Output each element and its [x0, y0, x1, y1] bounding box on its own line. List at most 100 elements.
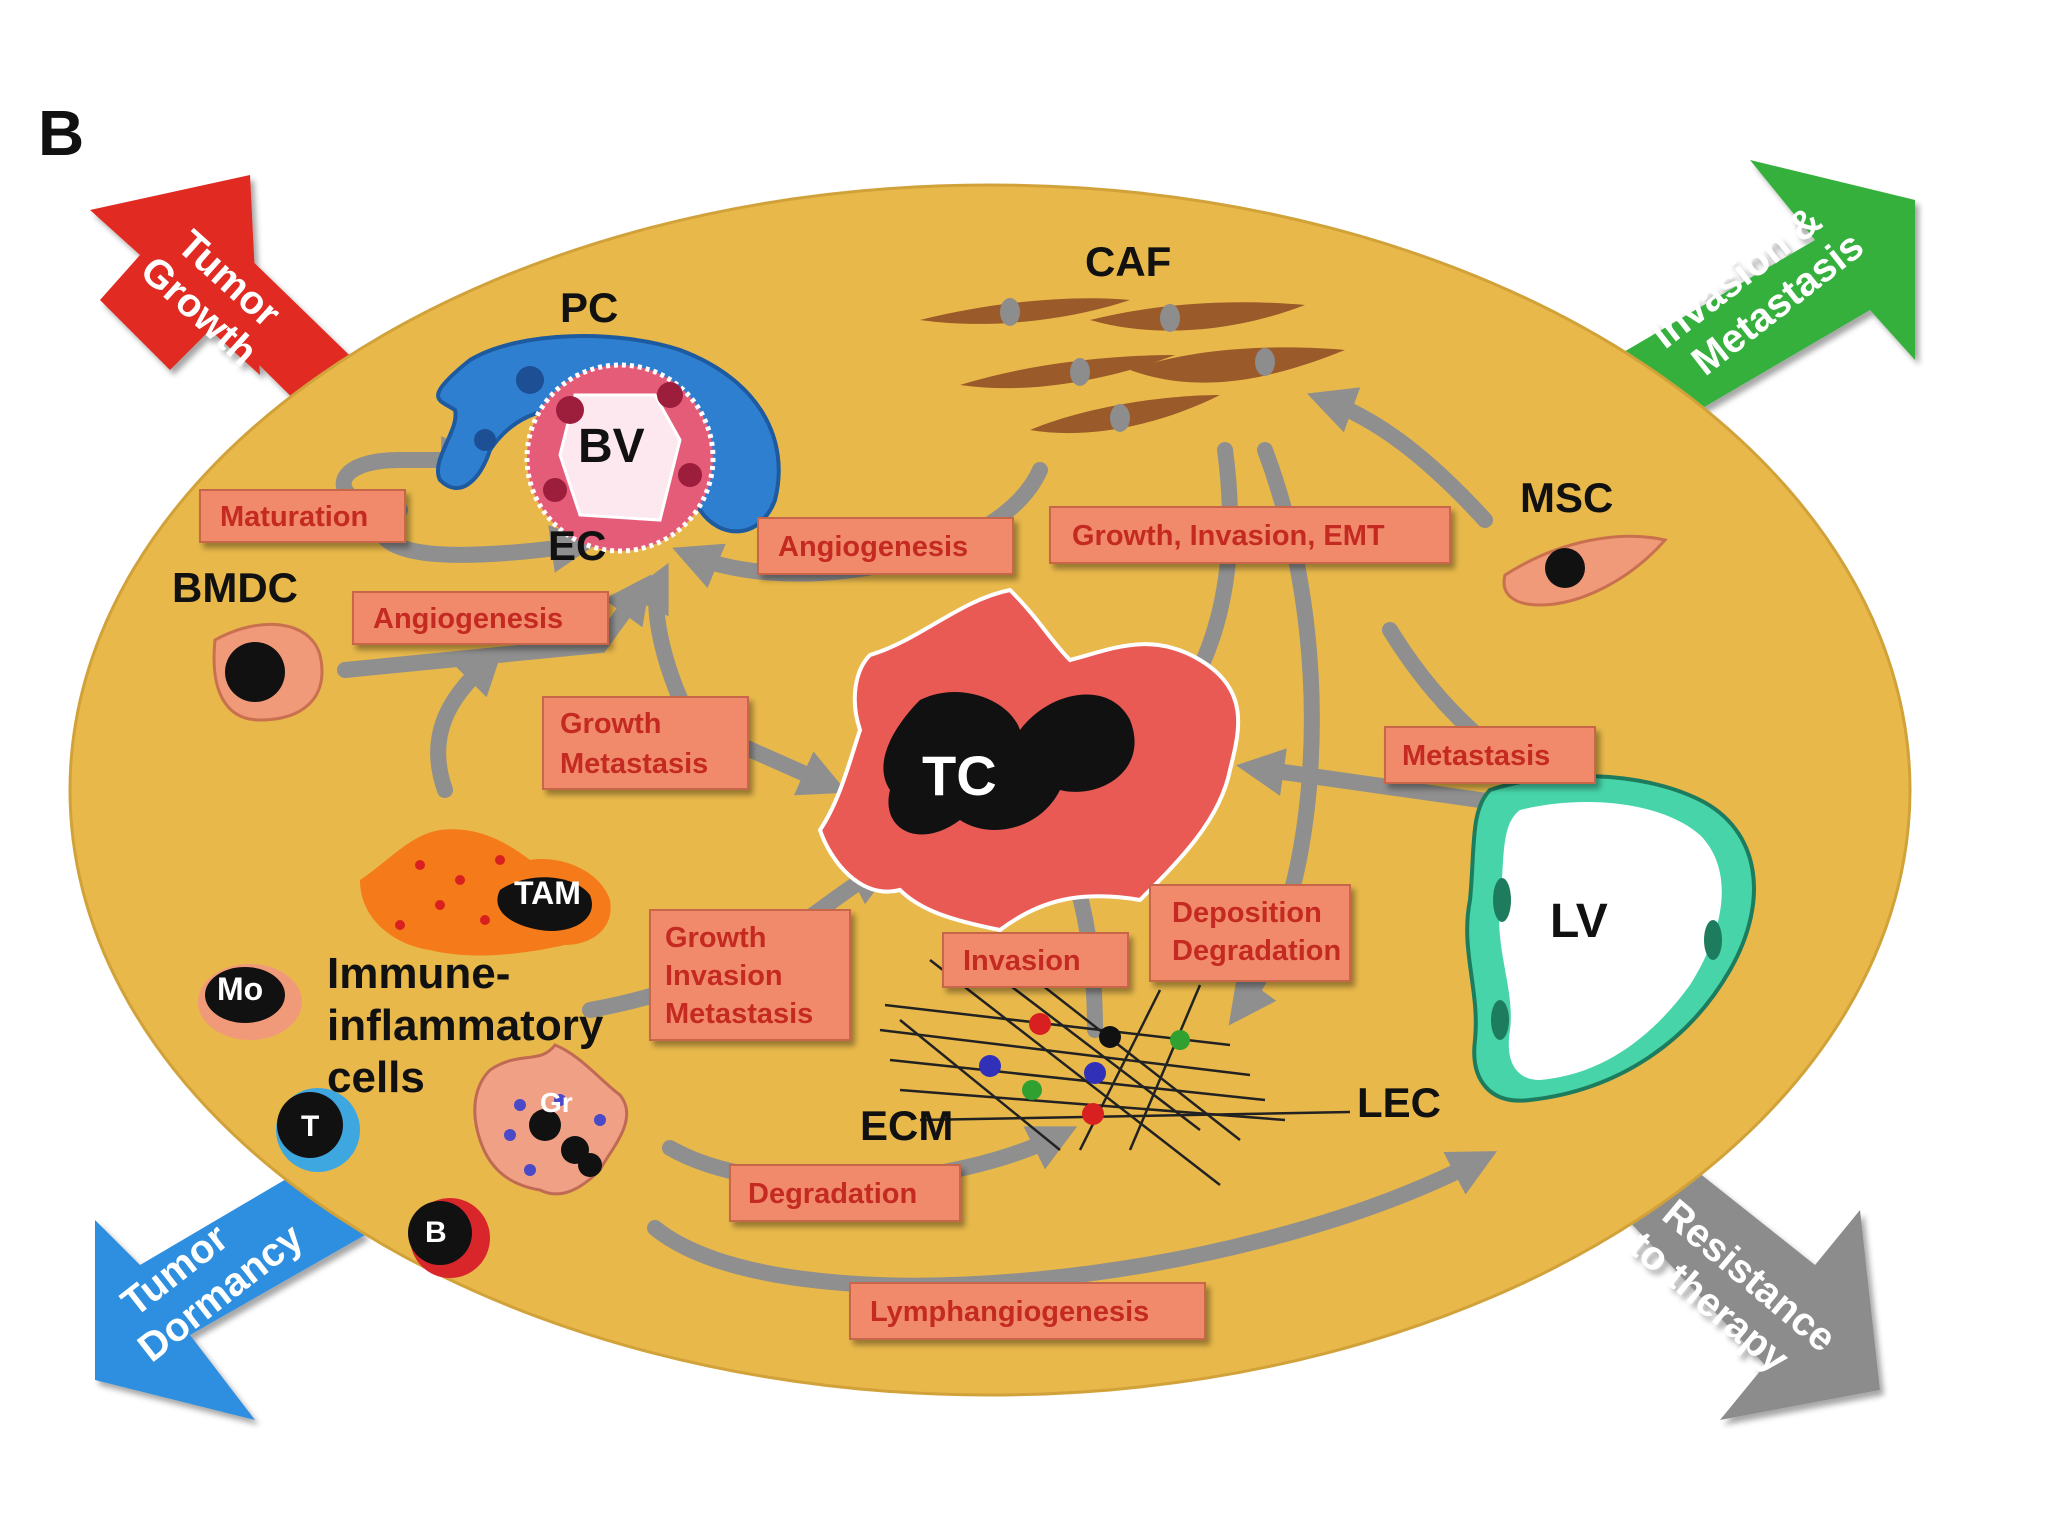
- tam-granule: [455, 875, 465, 885]
- box-maturation-bg: [199, 489, 406, 543]
- process-labels: Maturation Angiogenesis Angiogenesis Gro…: [199, 489, 1596, 1340]
- caf-nucleus: [1000, 298, 1020, 326]
- box-maturation-text: Maturation: [220, 501, 368, 533]
- lec-nucleus: [1493, 878, 1511, 922]
- label-bmdc: BMDC: [172, 564, 298, 611]
- label-ec: EC: [548, 522, 606, 569]
- mo-cell: [198, 964, 302, 1040]
- box-metastasis-text: Metastasis: [1402, 740, 1550, 772]
- ecm-fiber: [889, 1058, 1266, 1102]
- label-mo: Mo: [217, 971, 263, 1007]
- ecm-fiber: [929, 959, 1221, 1186]
- box-angiogenesis-caf-bg: [757, 517, 1014, 575]
- mo-nucleus: [205, 967, 285, 1023]
- arrow-lymphangiogenesis: [647, 1151, 1498, 1294]
- gr-granule: [514, 1099, 526, 1111]
- gr-cell: [473, 1043, 629, 1196]
- endothelial-nucleus: [678, 463, 702, 487]
- label-t: T: [301, 1110, 319, 1143]
- ecm-mesh: [879, 954, 1351, 1186]
- tam-granule: [480, 915, 490, 925]
- box-maturation: Maturation: [199, 489, 406, 543]
- label-tc: TC: [922, 744, 997, 807]
- ecm-molecule: [1170, 1030, 1190, 1050]
- gr-granule: [504, 1129, 516, 1141]
- caf-cell: [1090, 302, 1305, 331]
- box-growth-metastasis-text: Growth Metastasis: [560, 708, 708, 780]
- label-immune-cells: Immune- inflammatory cells: [327, 949, 616, 1102]
- endothelial-nucleus: [556, 396, 584, 424]
- bmdc-cell: [212, 622, 324, 722]
- box-angiogenesis-caf-text: Angiogenesis: [778, 531, 968, 563]
- ecm-molecule: [1082, 1103, 1104, 1125]
- tam-granule: [415, 860, 425, 870]
- tam-cell: [360, 829, 611, 956]
- caf-cell: [920, 298, 1130, 324]
- caf-cell: [960, 355, 1175, 389]
- arrow-invasion-metastasis-shape: [1610, 160, 1915, 430]
- label-b: B: [425, 1216, 447, 1249]
- label-caf: CAF: [1085, 238, 1171, 285]
- box-angiogenesis-bmdc-text: Angiogenesis: [373, 603, 563, 635]
- ecm-molecule: [1099, 1026, 1121, 1048]
- label-lv: LV: [1550, 895, 1608, 948]
- lymphatic-vessel-lumen: [1499, 802, 1722, 1080]
- t-nucleus: [277, 1092, 343, 1158]
- tumor-cell-nucleus: [883, 691, 1135, 835]
- b-cell: [408, 1198, 490, 1278]
- blood-vessel-group: [436, 334, 781, 554]
- ecm-fiber: [879, 1028, 1251, 1077]
- msc-nucleus: [1545, 548, 1585, 588]
- arrow-msc-caf: [1306, 387, 1493, 528]
- ecm-molecule: [1084, 1062, 1106, 1084]
- box-growth-metastasis-bg: [542, 696, 749, 790]
- box-angiogenesis-bmdc-bg: [352, 591, 609, 645]
- lec-nucleus: [1491, 1000, 1509, 1040]
- ecm-fiber: [1009, 959, 1241, 1141]
- tam-granule: [435, 900, 445, 910]
- box-lymphangiogenesis-text: Lymphangiogenesis: [870, 1296, 1149, 1328]
- pericyte-nucleus: [474, 429, 496, 451]
- endothelial-nucleus: [657, 382, 683, 408]
- box-deposition-degradation-bg: [1149, 884, 1351, 982]
- gr-nucleus: [529, 1109, 561, 1141]
- ecm-fiber: [919, 1110, 1351, 1122]
- box-metastasis-bg: [1384, 726, 1596, 784]
- box-deposition-degradation-text: Deposition Degradation: [1172, 897, 1341, 967]
- gr-nucleus: [578, 1153, 602, 1177]
- lec-nucleus: [1704, 920, 1722, 960]
- label-tam: TAM: [514, 875, 581, 911]
- label-msc: MSC: [1520, 474, 1613, 521]
- box-growth-invasion-emt: Growth, Invasion, EMT: [1049, 506, 1451, 564]
- gr-granule: [594, 1114, 606, 1126]
- msc-cell: [1502, 534, 1668, 607]
- box-growth-invasion-metastasis-bg: [649, 909, 851, 1041]
- box-invasion-bg: [942, 932, 1129, 988]
- tam-granule: [395, 920, 405, 930]
- tam-nucleus: [497, 877, 592, 931]
- arrow-tam-angiogenesis: [430, 646, 504, 798]
- caf-nucleus: [1110, 404, 1130, 432]
- ecm-molecule: [979, 1055, 1001, 1077]
- box-invasion-text: Invasion: [963, 945, 1081, 977]
- box-angiogenesis-caf: Angiogenesis: [757, 517, 1014, 575]
- lymphatic-vessel: [1465, 774, 1756, 1103]
- b-nucleus: [408, 1201, 472, 1265]
- cell-labels: PC BV EC CAF MSC BMDC TC TAM Mo Immune- …: [172, 238, 1613, 1249]
- endothelial-nucleus: [543, 478, 567, 502]
- box-growth-invasion-emt-text: Growth, Invasion, EMT: [1072, 520, 1385, 552]
- t-cell: [276, 1088, 360, 1172]
- box-metastasis: Metastasis: [1384, 726, 1596, 784]
- box-angiogenesis-bmdc: Angiogenesis: [352, 591, 609, 645]
- box-degradation-bg: [729, 1164, 961, 1222]
- ecm-molecule: [1029, 1013, 1051, 1035]
- tam-granule: [495, 855, 505, 865]
- arrow-tumor-dormancy-shape: [95, 1165, 365, 1420]
- bmdc-nucleus: [225, 642, 285, 702]
- box-lymphangiogenesis: Lymphangiogenesis: [849, 1282, 1206, 1340]
- label-pc: PC: [560, 284, 618, 331]
- ecm-fiber: [1128, 984, 1202, 1151]
- box-growth-invasion-metastasis: Growth Invasion Metastasis: [649, 909, 851, 1041]
- ecm-fiber: [899, 1019, 1061, 1151]
